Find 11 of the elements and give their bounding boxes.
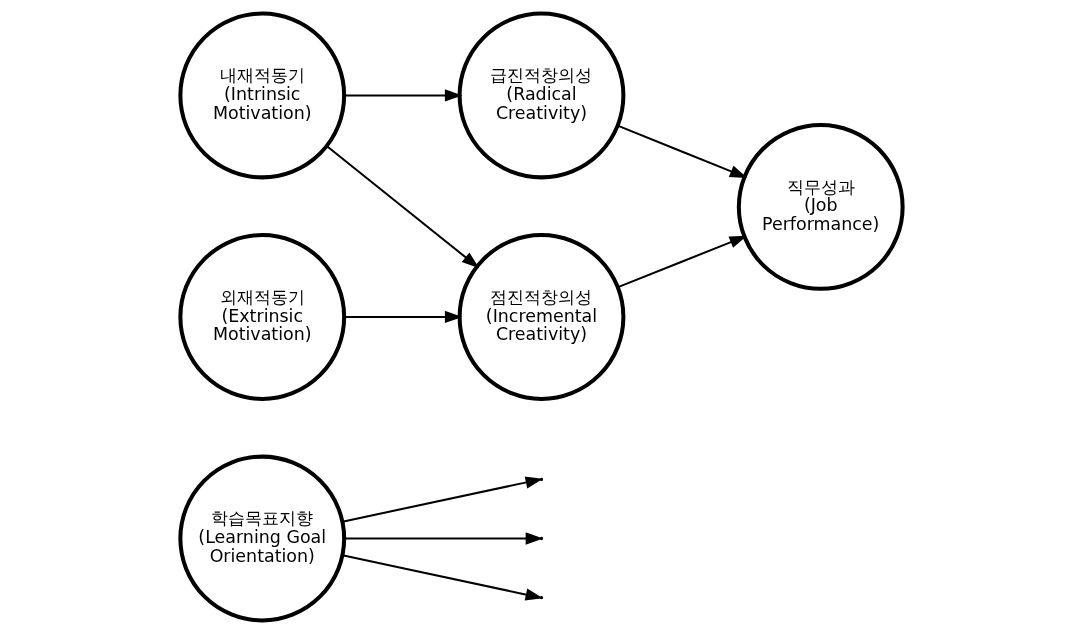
node-circle: 학습목표지향 (Learning Goal Orientation) bbox=[177, 454, 346, 623]
arrow bbox=[325, 145, 479, 269]
node-circle: 점진적창의성 (Incremental Creativity) bbox=[457, 233, 625, 401]
node-circle: 외재적동기 (Extrinsic Motivation) bbox=[177, 233, 346, 401]
node-circle: 급진적창의성 (Radical Creativity) bbox=[457, 11, 625, 180]
arrow bbox=[343, 310, 462, 324]
node-circle: 내재적동기 (Intrinsic Motivation) bbox=[177, 11, 346, 180]
arrow bbox=[616, 124, 747, 178]
arrow bbox=[617, 235, 747, 288]
arrow bbox=[343, 89, 462, 102]
node-circle: 직무성과 (Job Performance) bbox=[736, 123, 905, 291]
